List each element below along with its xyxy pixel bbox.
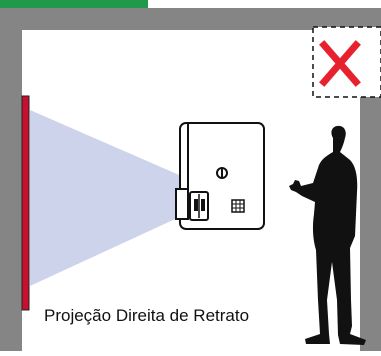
red-x-icon <box>319 40 361 87</box>
projector-icon <box>175 122 265 230</box>
projection-screen <box>21 95 30 311</box>
person-silhouette <box>289 125 366 345</box>
diagram-caption: Projeção Direita de Retrato <box>44 306 250 325</box>
projection-beam <box>30 110 186 286</box>
forbidden-zone-box <box>312 26 381 98</box>
green-tab <box>0 0 148 8</box>
